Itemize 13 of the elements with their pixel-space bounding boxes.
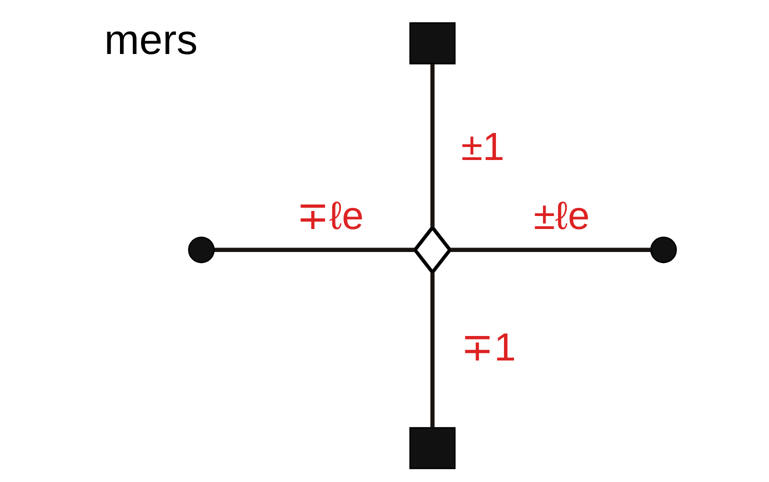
connector bbox=[450, 247, 651, 252]
connector bbox=[430, 63, 435, 227]
edge-label: ±ℓe bbox=[534, 194, 590, 238]
node-circle bbox=[650, 236, 677, 263]
label: mers bbox=[104, 15, 198, 62]
edge-label: ±1 bbox=[461, 126, 505, 169]
connector bbox=[430, 272, 435, 428]
edge-label: ∓1 bbox=[461, 326, 516, 369]
node-circle bbox=[188, 236, 215, 263]
connector bbox=[214, 247, 415, 252]
node-box bbox=[409, 426, 456, 469]
edge-label: ∓ℓe bbox=[296, 194, 364, 238]
node-box bbox=[409, 22, 456, 64]
